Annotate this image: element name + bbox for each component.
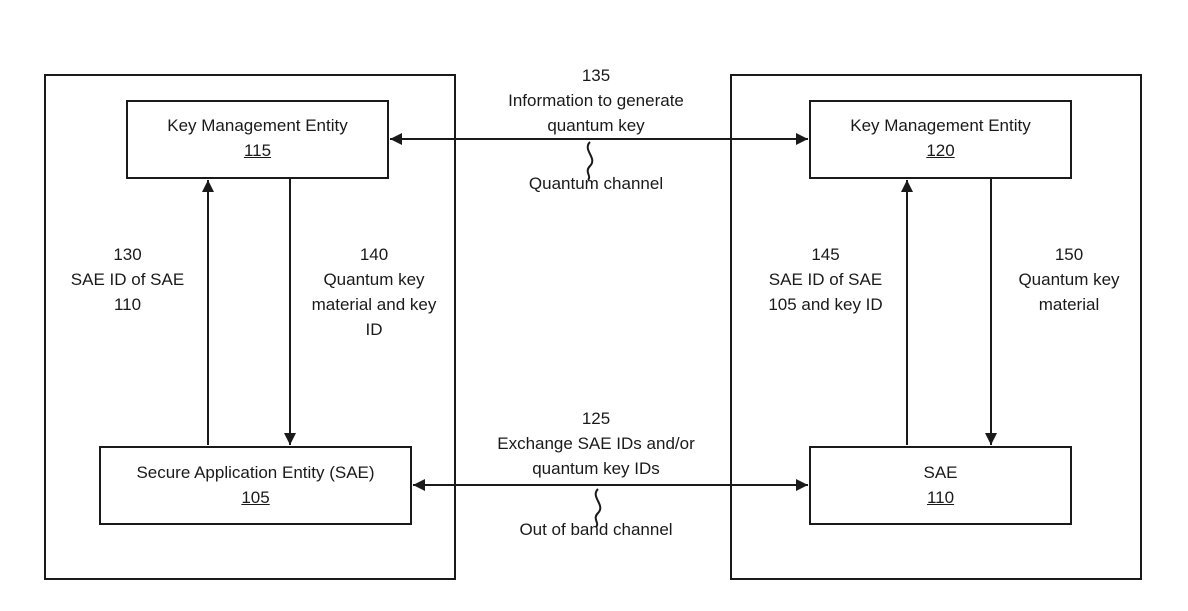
- quantum-link-line2: quantum key: [466, 113, 726, 138]
- quantum-channel-label: Quantum channel: [466, 171, 726, 196]
- quantum-link-number: 135: [466, 63, 726, 88]
- right-sae-ref: 110: [810, 485, 1071, 510]
- right-sae-label: SAE 110: [810, 460, 1071, 510]
- left-kme-ref: 115: [127, 138, 388, 163]
- right-kme-ref: 120: [810, 138, 1071, 163]
- left-kme-title: Key Management Entity: [127, 113, 388, 138]
- arrow-130-label: 130 SAE ID of SAE 110: [50, 242, 205, 317]
- arrow-150-label: 150 Quantum key material: [994, 242, 1144, 317]
- right-kme-label: Key Management Entity 120: [810, 113, 1071, 163]
- oob-link-label: 125 Exchange SAE IDs and/or quantum key …: [456, 406, 736, 481]
- quantum-link-line1: Information to generate: [466, 88, 726, 113]
- left-sae-title: Secure Application Entity (SAE): [100, 460, 411, 485]
- oob-link-line2: quantum key IDs: [456, 456, 736, 481]
- oob-link-line1: Exchange SAE IDs and/or: [456, 431, 736, 456]
- quantum-link-label: 135 Information to generate quantum key: [466, 63, 726, 138]
- left-kme-label: Key Management Entity 115: [127, 113, 388, 163]
- left-sae-ref: 105: [100, 485, 411, 510]
- arrow-140-label: 140 Quantum key material and key ID: [294, 242, 454, 342]
- oob-link-number: 125: [456, 406, 736, 431]
- left-sae-label: Secure Application Entity (SAE) 105: [100, 460, 411, 510]
- right-sae-title: SAE: [810, 460, 1071, 485]
- oob-channel-label: Out of band channel: [466, 517, 726, 542]
- arrow-145-label: 145 SAE ID of SAE 105 and key ID: [748, 242, 903, 317]
- right-kme-title: Key Management Entity: [810, 113, 1071, 138]
